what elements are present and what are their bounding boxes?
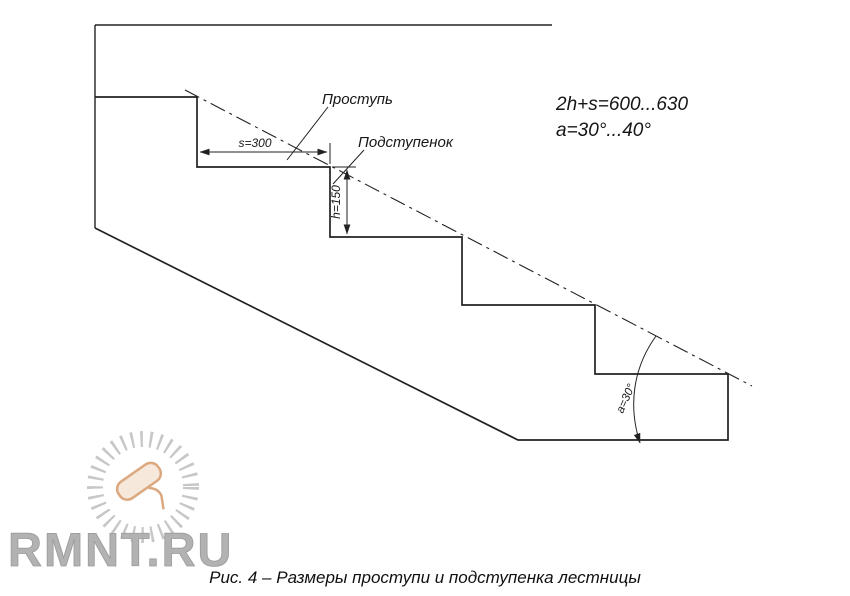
formula-line-1: 2h+s=600...630 bbox=[555, 94, 688, 115]
formula-line-2: a=30°...40° bbox=[556, 120, 651, 141]
tread-dim-text: s=300 bbox=[238, 136, 271, 150]
watermark-text: RMNT.RU bbox=[8, 523, 233, 576]
stair-profile bbox=[94, 96, 729, 441]
angle-arc bbox=[633, 335, 657, 444]
riser-dim-text: h=150 bbox=[329, 185, 343, 219]
paint-roller-icon bbox=[115, 461, 165, 510]
figure-caption: Рис. 4 – Размеры проступи и подступенка … bbox=[209, 568, 641, 587]
watermark: RMNT.RU bbox=[8, 431, 233, 576]
pitch-line bbox=[184, 89, 753, 387]
angle-label: a=30° bbox=[615, 382, 639, 415]
watermark-ray-burst-icon bbox=[87, 431, 199, 543]
riser-label: Подступенок bbox=[358, 134, 454, 151]
tread-label: Проступь bbox=[322, 91, 393, 108]
riser-leader-line bbox=[332, 149, 365, 185]
tread-leader-line bbox=[286, 106, 329, 161]
